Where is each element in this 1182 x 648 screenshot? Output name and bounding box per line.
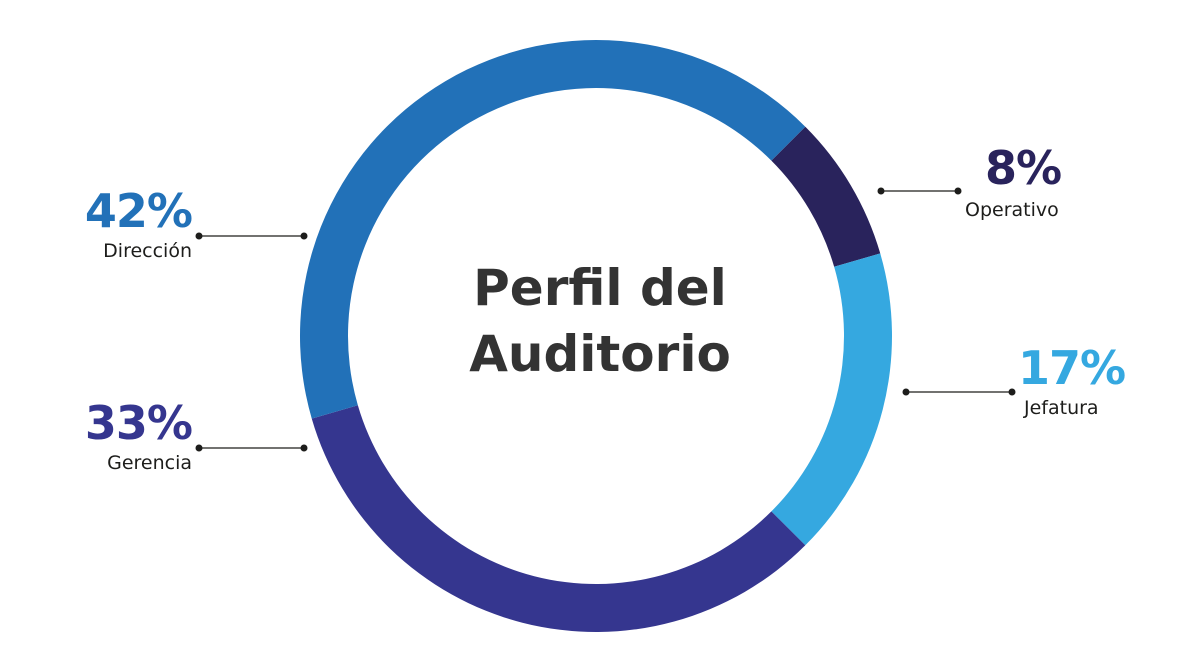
category-label-operativo: Operativo [965, 199, 1059, 221]
chart-title-line-2: Auditorio [469, 325, 731, 383]
slice-gerencia [311, 405, 806, 632]
leader-jefatura-dot-2 [1008, 388, 1016, 396]
category-label-jefatura: Jefatura [1024, 397, 1099, 419]
chart-title-line-1: Perfil del [473, 259, 727, 317]
slice-operativo [771, 126, 881, 267]
slice-direccion [300, 40, 806, 419]
leader-jefatura-dot-1 [902, 388, 910, 396]
value-label-operativo: 8% [985, 141, 1062, 195]
leader-direccion-dot-1 [195, 232, 203, 240]
value-label-direccion: 42% [84, 184, 193, 238]
chart-title: Perfil del Auditorio [400, 255, 800, 387]
value-label-gerencia: 33% [84, 396, 193, 450]
value-label-jefatura: 17% [1018, 341, 1126, 395]
category-label-direccion: Dirección [103, 240, 192, 262]
leader-direccion-dot-2 [300, 232, 308, 240]
leader-operativo-dot-1 [877, 187, 885, 195]
slice-jefatura [771, 253, 892, 546]
donut-slices [300, 40, 892, 632]
category-label-gerencia: Gerencia [107, 452, 192, 474]
leader-lines [195, 187, 1016, 452]
leader-gerencia-dot-1 [195, 444, 203, 452]
leader-gerencia-dot-2 [300, 444, 308, 452]
leader-operativo-dot-2 [954, 187, 962, 195]
